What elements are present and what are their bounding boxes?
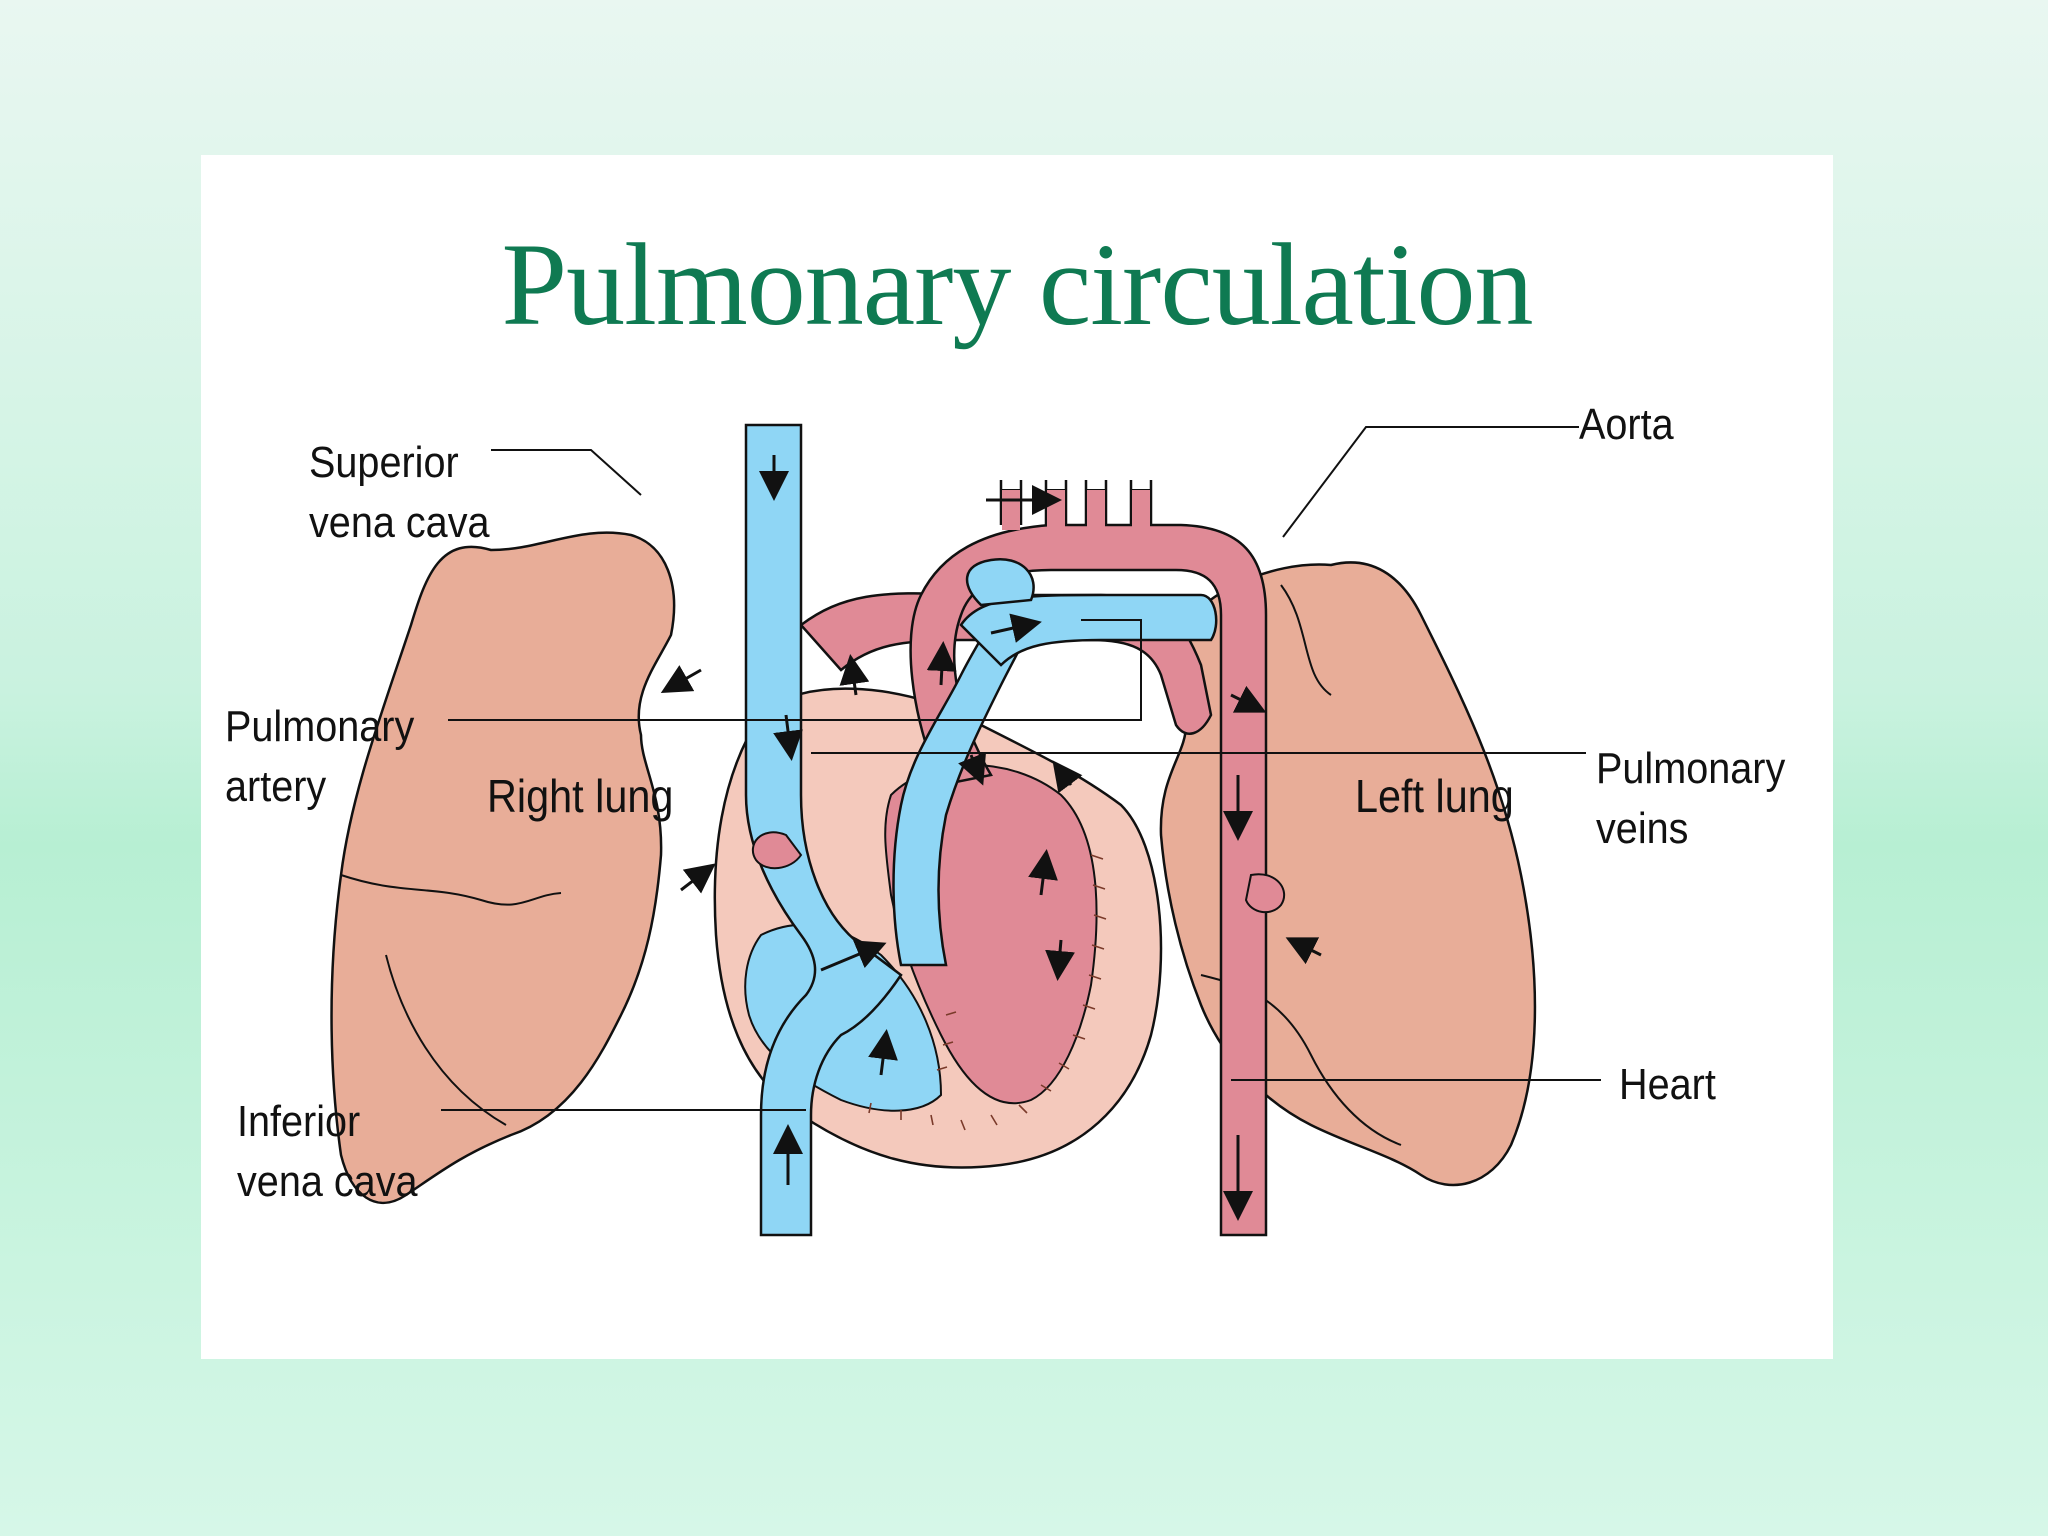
label-heart: Heart — [1619, 1060, 1716, 1109]
label-pulmonary-artery: Pulmonary artery — [225, 697, 414, 817]
label-superior-vena-cava-line1: Superior — [309, 438, 459, 487]
label-pulmonary-veins-line1: Pulmonary — [1596, 744, 1786, 793]
slide: Pulmonary circulation — [201, 155, 1833, 1359]
label-pulmonary-artery-line1: Pulmonary — [225, 702, 415, 751]
label-inferior-vena-cava: Inferior vena cava — [237, 1092, 418, 1212]
label-pulmonary-veins: Pulmonary veins — [1596, 739, 1785, 859]
label-superior-vena-cava: Superior vena cava — [309, 433, 490, 553]
label-superior-vena-cava-line2: vena cava — [309, 498, 490, 547]
vena-cava-shape — [744, 423, 903, 1237]
label-aorta: Aorta — [1579, 400, 1674, 449]
page-title: Pulmonary circulation — [501, 219, 1534, 350]
label-inferior-vena-cava-line1: Inferior — [237, 1097, 361, 1146]
aorta-shape — [909, 523, 1268, 1237]
label-pulmonary-artery-line2: artery — [225, 762, 327, 811]
label-inferior-vena-cava-line2: vena cava — [237, 1157, 418, 1206]
label-left-lung: Left lung — [1355, 770, 1514, 822]
left-lung-shape — [1159, 561, 1537, 1187]
label-pulmonary-veins-line2: veins — [1596, 804, 1689, 853]
circulation-diagram — [330, 423, 1601, 1237]
label-right-lung: Right lung — [487, 770, 674, 822]
